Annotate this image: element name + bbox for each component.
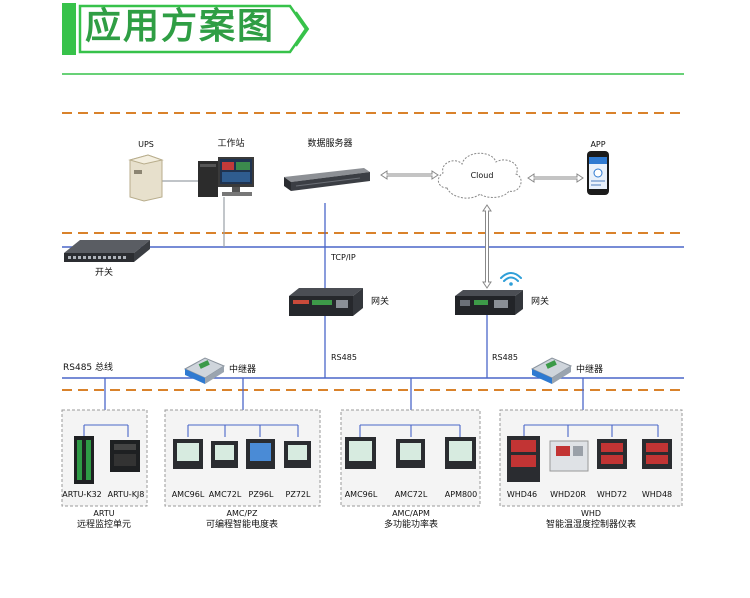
whd72-icon — [597, 439, 627, 469]
device-label: PZ96L — [248, 490, 274, 499]
device-label: WHD48 — [641, 490, 673, 499]
gateway-icon-1 — [289, 288, 363, 316]
device-label: WHD72 — [596, 490, 628, 499]
device-label: PZ72L — [285, 490, 311, 499]
gateway-label-2: 网关 — [531, 297, 550, 307]
device-label: AMC96L — [171, 490, 205, 499]
device-label: WHD46 — [506, 490, 538, 499]
repeater-label-2: 中继器 — [576, 365, 604, 375]
repeater-icon-1 — [183, 357, 226, 384]
whd46-icon — [507, 436, 540, 482]
group-name: 多功能功率表 — [383, 520, 439, 530]
device-label: ARTU-K32 — [62, 490, 102, 499]
group-code: WHD — [580, 509, 602, 518]
group-code: AMC/PZ — [226, 509, 258, 518]
dashed-separators — [62, 112, 684, 391]
rs485-label-right: RS485 — [492, 353, 518, 362]
group-name: 可编程智能电度表 — [205, 520, 279, 530]
group-code: AMC/APM — [392, 509, 430, 518]
device-label: AMC72L — [394, 490, 428, 499]
gateway-label-1: 网关 — [371, 297, 390, 307]
data-arrows — [380, 170, 584, 289]
whd20r-icon — [549, 440, 589, 472]
ups-label: UPS — [138, 140, 154, 149]
data-server-icon — [284, 168, 370, 191]
network-switch-icon — [64, 240, 150, 262]
switch-label: 开关 — [94, 268, 114, 278]
amc72l-meter-icon-2 — [396, 439, 425, 468]
device-label: AMC72L — [208, 490, 242, 499]
page-title: 应用方案图 — [85, 6, 276, 47]
gateway-icon-2 — [455, 290, 523, 315]
amc96l-meter-icon — [173, 439, 203, 469]
tcpip-label: TCP/IP — [331, 253, 356, 262]
title-arrow-tip — [295, 11, 310, 47]
workstation-icon — [198, 157, 254, 197]
artu-kj8-icon — [110, 440, 140, 472]
workstation-label: 工作站 — [217, 139, 245, 149]
pz96l-meter-icon — [246, 439, 275, 469]
title-banner — [62, 3, 684, 75]
device-label: ARTU-KJ8 — [107, 490, 145, 499]
network-lines — [62, 246, 684, 379]
amc72l-meter-icon — [211, 441, 238, 468]
title-arrow-frame — [78, 4, 308, 54]
device-label: AMC96L — [344, 490, 378, 499]
group-name: 智能温湿度控制器仪表 — [545, 520, 637, 530]
connectors — [162, 180, 225, 247]
artu-k32-icon — [74, 436, 94, 484]
ups-icon — [128, 154, 164, 202]
pz72l-meter-icon — [284, 441, 311, 468]
phone-icon — [587, 151, 609, 195]
rs485-label-left: RS485 — [331, 353, 357, 362]
whd48-icon — [642, 439, 672, 469]
apm800-meter-icon — [445, 437, 476, 469]
cloud-icon — [437, 152, 522, 199]
cloud-label: Cloud — [470, 171, 494, 180]
group-code: ARTU — [93, 509, 115, 518]
repeater-icon-2 — [530, 357, 573, 384]
data-server-label: 数据服务器 — [307, 139, 353, 149]
rs485-bus-label: RS485 总线 — [63, 363, 114, 373]
title-green-bar — [62, 3, 76, 55]
device-drop-lines — [83, 424, 659, 437]
app-label: APP — [590, 140, 606, 149]
group-name: 远程监控单元 — [76, 520, 132, 530]
wifi-icon — [500, 272, 522, 286]
device-label: APM800 — [444, 490, 478, 499]
amc96l-meter-icon-2 — [345, 437, 376, 469]
device-label: WHD20R — [550, 490, 586, 499]
repeater-label-1: 中继器 — [229, 365, 257, 375]
